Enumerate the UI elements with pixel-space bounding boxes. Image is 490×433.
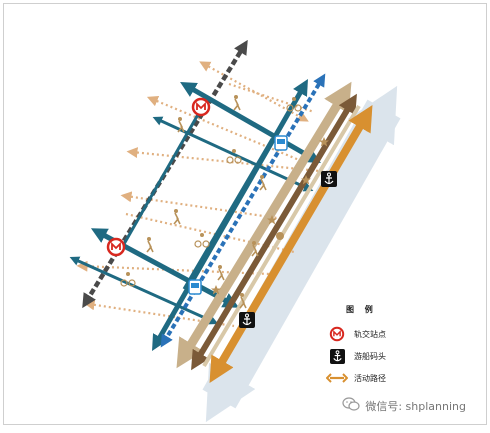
planning-diagram	[69, 39, 401, 423]
walker-icon	[217, 265, 225, 281]
star-icon	[211, 285, 221, 295]
walker-icon	[177, 117, 185, 133]
cyclist-icon	[194, 233, 210, 248]
metro-station-icon	[191, 97, 211, 117]
cyclist-icon	[120, 272, 136, 287]
legend-label-pier: 游船码头	[354, 351, 386, 361]
anchor-icon	[326, 348, 348, 364]
cyclist-icon	[226, 149, 242, 164]
metro-station-icon	[326, 326, 348, 342]
orange-promenade	[209, 104, 373, 384]
diagram-frame: 图 例 轨交站点 游船码头 活动路径 微信号: shplanning	[3, 3, 487, 425]
star-icon	[319, 137, 329, 147]
star-icon	[301, 175, 311, 185]
wechat-watermark: 微信号: shplanning	[342, 397, 466, 414]
legend-label-metro: 轨交站点	[354, 329, 386, 339]
legend: 图 例 轨交站点 游船码头 活动路径	[326, 304, 456, 389]
teal-inner-1	[122, 103, 206, 245]
legend-title: 图 例	[346, 305, 377, 314]
bus-stop-icon	[274, 135, 288, 151]
walker-icon	[259, 175, 267, 191]
legend-item-path: 活动路径	[326, 367, 456, 389]
wechat-icon	[342, 397, 360, 414]
walker-icon	[251, 241, 259, 257]
legend-item-pier: 游船码头	[326, 345, 456, 367]
metro-station-icon	[106, 237, 126, 257]
legend-item-metro: 轨交站点	[326, 323, 456, 345]
double-arrow-icon	[326, 370, 348, 386]
watermark-text: 微信号: shplanning	[365, 399, 466, 413]
walker-icon	[239, 293, 247, 309]
legend-label-path: 活动路径	[354, 373, 386, 383]
sun-icon	[276, 232, 284, 240]
walker-icon	[173, 209, 181, 225]
bus-stop-icon	[188, 279, 202, 295]
walker-icon	[233, 95, 241, 111]
anchor-icon	[321, 171, 337, 187]
activity-figures	[120, 95, 329, 309]
cyclist-icon	[286, 97, 302, 112]
star-icon	[267, 215, 277, 225]
anchor-icon	[239, 312, 255, 328]
walker-icon	[146, 237, 154, 253]
